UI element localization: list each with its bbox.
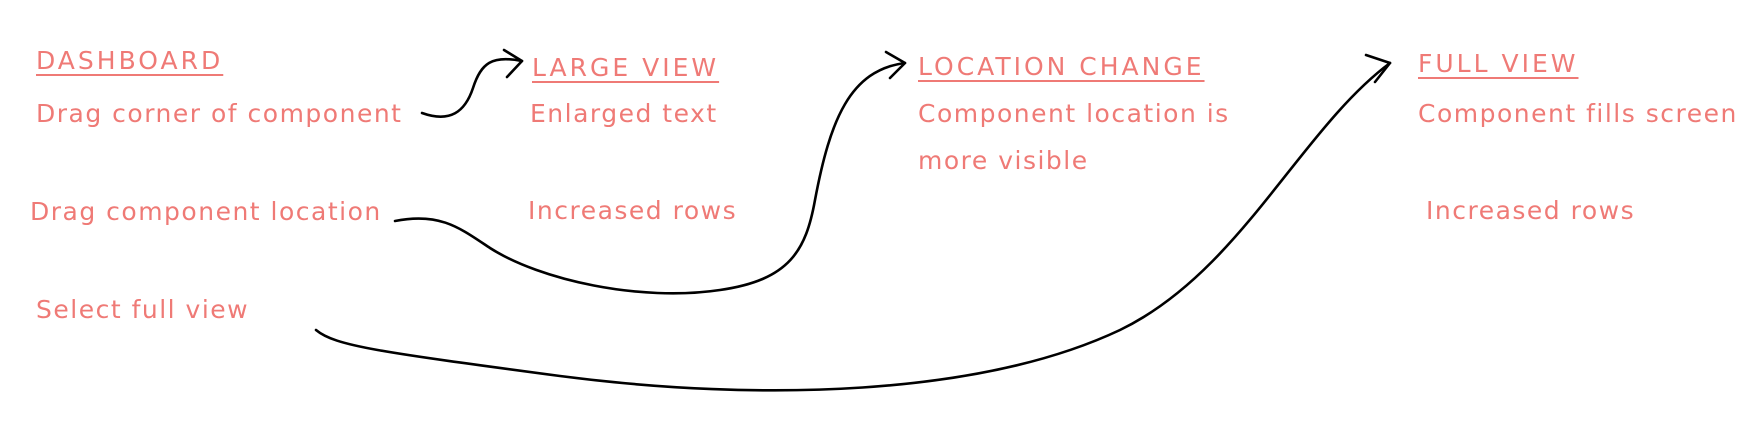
arrow-head-full-view bbox=[1364, 53, 1392, 84]
arrow-drag-corner-to-large-view bbox=[420, 57, 524, 118]
dashboard-heading: DASHBOARD bbox=[36, 46, 224, 75]
large-view-item-enlarged-text: Enlarged text bbox=[530, 99, 718, 128]
dashboard-item-drag-corner: Drag corner of component bbox=[36, 99, 403, 128]
large-view-item-increased-rows: Increased rows bbox=[528, 196, 738, 225]
location-change-item-line-1: Component location is bbox=[918, 99, 1230, 128]
full-view-item-fills-screen: Component fills screen bbox=[1418, 99, 1738, 128]
arrow-head-location-change bbox=[884, 50, 907, 80]
full-view-item-increased-rows: Increased rows bbox=[1426, 196, 1636, 225]
dashboard-item-drag-location: Drag component location bbox=[30, 197, 382, 226]
arrow-select-full-view-to-full-view bbox=[314, 61, 1392, 392]
dashboard-item-select-full-view: Select full view bbox=[36, 295, 250, 324]
location-change-item-line-2: more visible bbox=[918, 146, 1089, 175]
large-view-heading: LARGE VIEW bbox=[532, 53, 720, 82]
arrow-drag-location-to-location-change bbox=[393, 61, 907, 295]
location-change-heading: LOCATION CHANGE bbox=[918, 52, 1205, 81]
arrow-head-large-view bbox=[502, 48, 524, 79]
full-view-heading: FULL VIEW bbox=[1418, 49, 1579, 78]
